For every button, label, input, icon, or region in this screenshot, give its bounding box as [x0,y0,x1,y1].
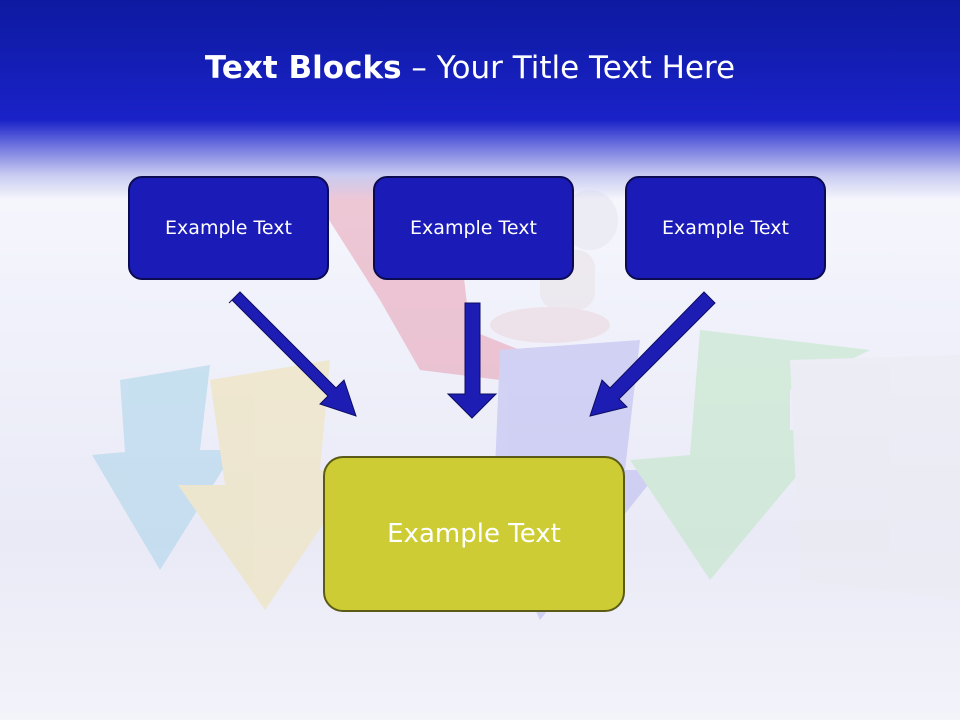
title-dash: – [401,50,437,86]
text-block-center: Example Text [373,176,574,280]
text-block-left: Example Text [128,176,329,280]
text-block-result: Example Text [323,456,625,612]
title-rest: Your Title Text Here [436,50,736,86]
arrow-left-diagonal [228,291,357,417]
header-band [0,0,960,200]
title-bold: Text Blocks [204,50,402,86]
slide-title: Text Blocks – Your Title Text Here [0,50,940,86]
text-block-right: Example Text [625,176,826,280]
arrow-right-diagonal [589,291,716,417]
arrow-center-down [446,302,498,419]
